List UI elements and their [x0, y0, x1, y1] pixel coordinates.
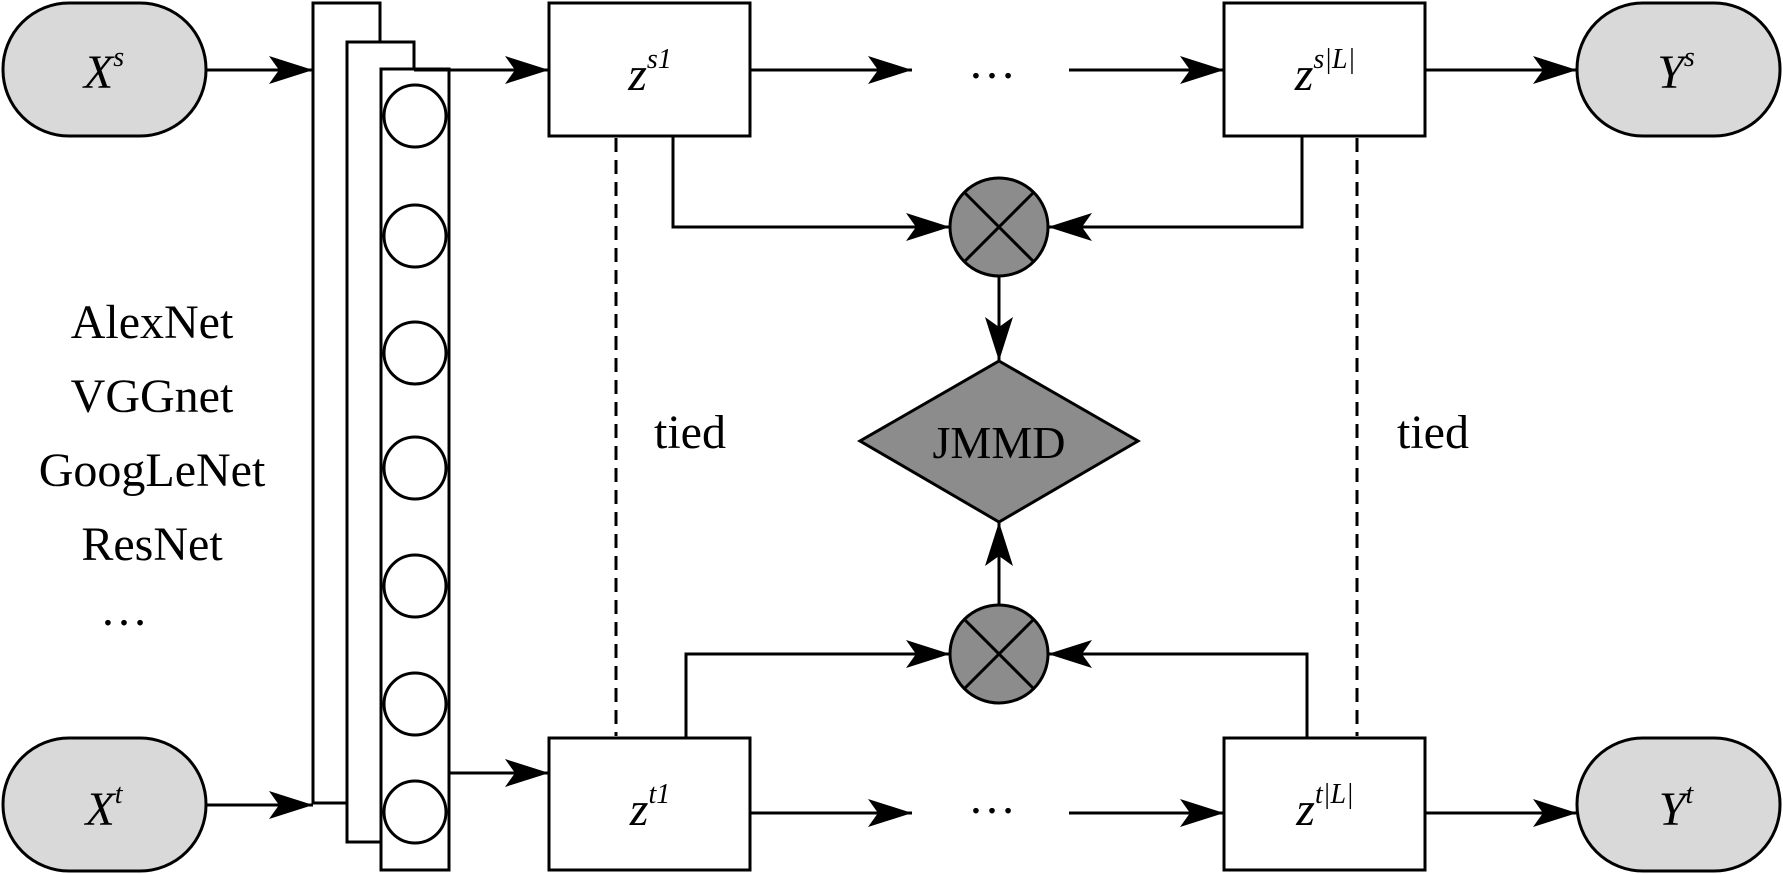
- arrow-zs1-to-operator: [671, 136, 950, 241]
- neuron: [382, 435, 448, 501]
- xt-sup: t: [115, 779, 124, 810]
- tied-label-left: tied: [654, 406, 726, 459]
- neuron: [382, 671, 448, 737]
- network-ellipsis: …: [100, 583, 148, 636]
- svg-text:Yt: Yt: [1659, 779, 1695, 836]
- tensor-product-bottom: [948, 603, 1050, 705]
- arrow-zt1-to-operator: [684, 640, 950, 738]
- ellipsis-bottom: …: [968, 771, 1016, 824]
- input-node-xs: Xs: [1, 1, 208, 138]
- arrow-ztL-to-operator: [1048, 640, 1309, 738]
- neuron: [382, 83, 448, 149]
- network-resnet: ResNet: [81, 518, 223, 571]
- ys-sup: s: [1684, 42, 1695, 73]
- neuron: [382, 553, 448, 619]
- svg-text:zs1: zs1: [627, 44, 672, 101]
- backbone-neurons: [382, 83, 448, 845]
- circle-times-icon: [962, 190, 1036, 264]
- neuron: [382, 779, 448, 845]
- network-googlenet: GoogLeNet: [39, 444, 266, 497]
- neuron: [382, 320, 448, 386]
- svg-text:Ys: Ys: [1657, 42, 1695, 99]
- network-list: AlexNet VGGnet GoogLeNet ResNet …: [39, 296, 266, 636]
- xs-base: X: [82, 46, 115, 99]
- layer-box-ztL: zt|L|: [1222, 736, 1427, 872]
- circle-times-icon: [962, 617, 1036, 691]
- output-node-ys: Ys: [1575, 1, 1782, 138]
- xt-base: X: [83, 783, 116, 836]
- jmmd-label: JMMD: [933, 417, 1066, 468]
- svg-text:zt|L|: zt|L|: [1295, 779, 1353, 836]
- network-vggnet: VGGnet: [71, 370, 234, 423]
- connectors: [206, 56, 1577, 827]
- ys-base: Y: [1657, 46, 1688, 99]
- layer-box-zsL: zs|L|: [1222, 1, 1427, 138]
- layer-box-zt1: zt1: [547, 736, 752, 872]
- tensor-product-top: [948, 176, 1050, 278]
- ellipsis-top: …: [968, 36, 1016, 89]
- layer-box-zs1: zs1: [547, 1, 752, 138]
- tied-connectors: [614, 138, 1359, 736]
- network-alexnet: AlexNet: [71, 296, 234, 349]
- svg-text:zt1: zt1: [629, 779, 670, 836]
- tied-label-right: tied: [1397, 406, 1469, 459]
- input-node-xt: Xt: [1, 736, 208, 873]
- yt-base: Y: [1659, 783, 1690, 836]
- jmmd-node: JMMD: [857, 359, 1141, 524]
- arrow-zsL-to-operator: [1048, 136, 1304, 241]
- yt-sup: t: [1685, 779, 1694, 810]
- svg-text:Xt: Xt: [83, 779, 123, 836]
- svg-text:Xs: Xs: [82, 42, 124, 99]
- cnn-backbone-stack: [311, 1, 451, 872]
- output-node-yt: Yt: [1575, 736, 1782, 873]
- neuron: [382, 203, 448, 269]
- xs-sup: s: [113, 42, 124, 73]
- svg-text:zs|L|: zs|L|: [1294, 44, 1356, 101]
